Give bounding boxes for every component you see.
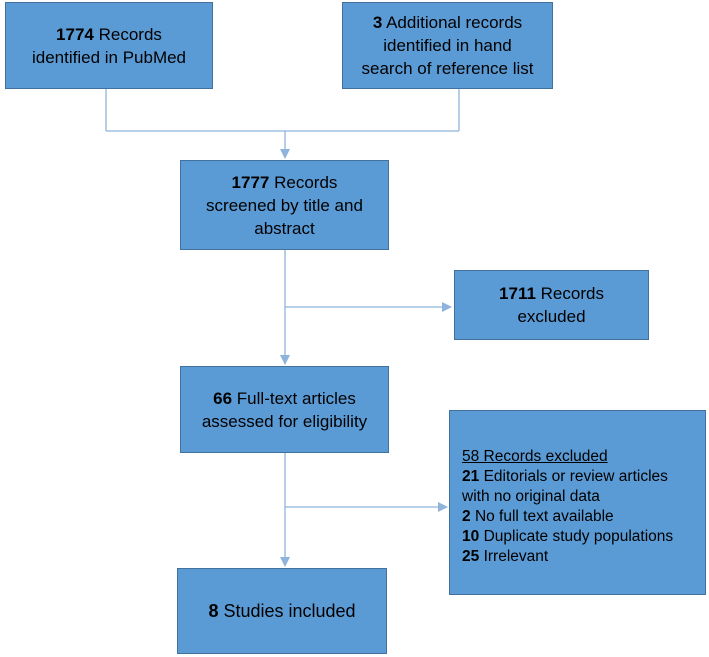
- box-studies-included: 8 Studies included: [177, 568, 387, 654]
- exclusion-reason: 2 No full text available: [462, 507, 673, 527]
- screened-text-3: abstract: [254, 218, 315, 238]
- box-fulltext-articles: 66 Full-text articles assessed for eligi…: [180, 366, 389, 453]
- additional-text-1: Additional records: [386, 13, 523, 32]
- reason-text: Irrelevant: [483, 547, 549, 565]
- box-records-excluded-1: 1711 Records excluded: [454, 270, 649, 340]
- reason-text-cont: with no original data: [462, 487, 600, 505]
- excluded-1-text-2: excluded: [517, 307, 586, 326]
- reason-text: Duplicate study populations: [483, 527, 674, 545]
- included-text: Studies included: [223, 600, 356, 621]
- screened-count: 1777: [231, 172, 270, 192]
- pubmed-text-1: Records: [98, 24, 162, 44]
- fulltext-count: 66: [213, 388, 233, 408]
- reason-text: Editorials or review articles: [483, 467, 668, 485]
- reason-count: 21: [462, 467, 480, 485]
- box-records-excluded-2: 58 Records excluded 21 Editorials or rev…: [449, 410, 706, 595]
- excluded-2-heading: 58 Records excluded: [462, 447, 608, 465]
- excluded-1-text-1: Records: [540, 284, 604, 303]
- box-records-pubmed: 1774 Records identified in PubMed: [5, 2, 213, 89]
- reason-text: No full text available: [474, 507, 614, 525]
- exclusion-reason: 10 Duplicate study populations: [462, 527, 673, 547]
- additional-count: 3: [372, 13, 383, 32]
- exclusion-reason: 21 Editorials or review articles with no…: [462, 467, 673, 507]
- box-records-screened: 1777 Records screened by title and abstr…: [180, 160, 389, 250]
- excluded-1-count: 1711: [499, 284, 536, 303]
- fulltext-text-1: Full-text articles: [236, 388, 356, 408]
- additional-text-3: search of reference list: [361, 59, 534, 78]
- pubmed-text-2: identified in PubMed: [31, 47, 187, 67]
- reason-count: 2: [462, 507, 471, 525]
- reason-count: 10: [462, 527, 480, 545]
- fulltext-text-2: assessed for eligibility: [201, 411, 368, 431]
- additional-text-2: identified in hand: [383, 36, 512, 55]
- exclusion-reason: 25 Irrelevant: [462, 547, 673, 567]
- included-count: 8: [208, 600, 219, 621]
- box-additional-records: 3 Additional records identified in hand …: [342, 2, 553, 89]
- pubmed-count: 1774: [56, 24, 94, 44]
- reason-count: 25: [462, 547, 480, 565]
- screened-text-2: screened by title and: [206, 195, 363, 215]
- screened-text-1: Records: [274, 172, 338, 192]
